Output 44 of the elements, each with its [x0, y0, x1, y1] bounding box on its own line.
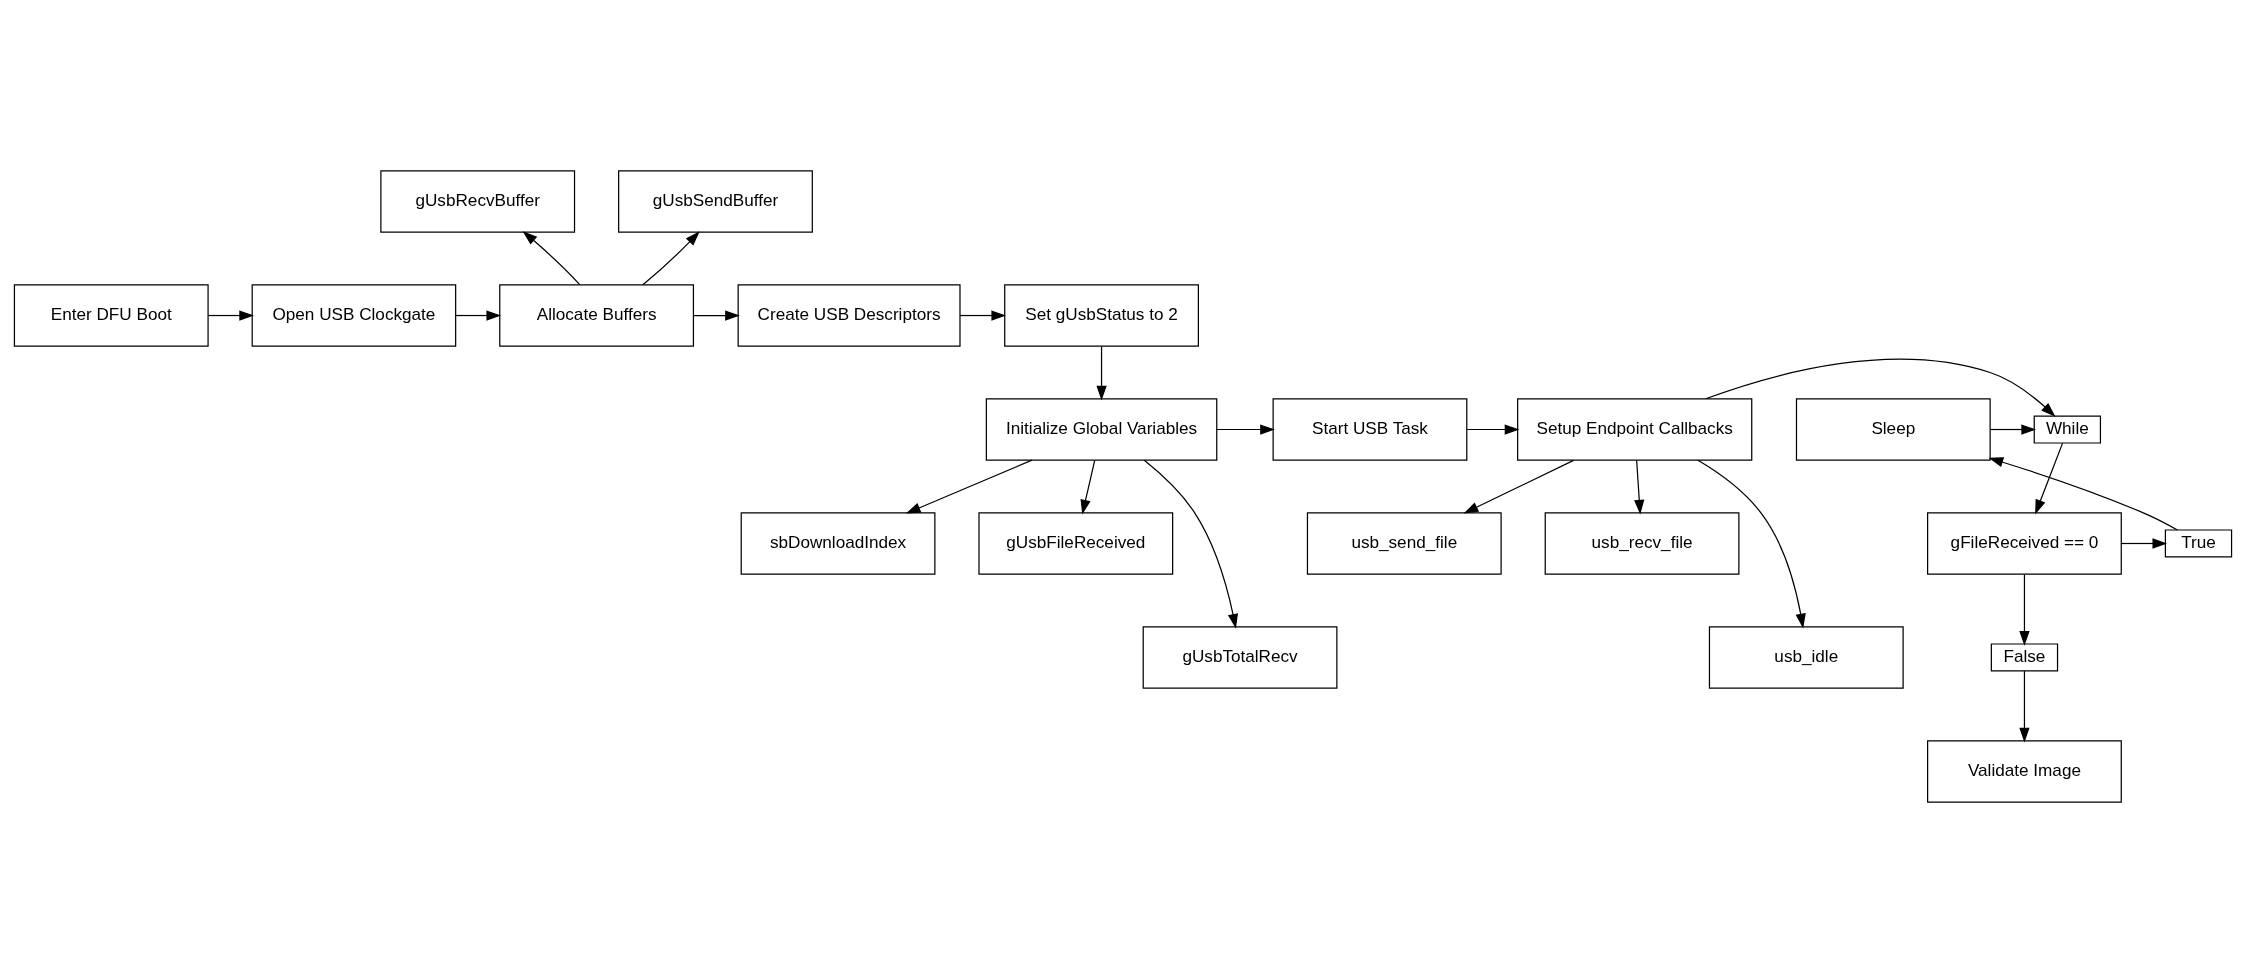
arrow	[2019, 669, 2030, 743]
node-box: Create USB Descriptors	[737, 283, 961, 347]
node-box: gUsbFileReceived	[978, 511, 1174, 575]
node-box: Validate Image	[1927, 739, 2122, 803]
node-box: True	[2164, 528, 2233, 558]
arrow	[522, 230, 581, 285]
node-box: Sleep	[1795, 397, 1991, 461]
node-box: Open USB Clockgate	[251, 283, 457, 347]
node-box: Enter DFU Boot	[13, 283, 209, 347]
node-box: usb_recv_file	[1544, 511, 1740, 575]
node-box: Start USB Task	[1272, 397, 1468, 461]
arrow	[959, 309, 1007, 321]
node-box: gFileReceived == 0	[1927, 511, 2122, 575]
arrow	[1143, 459, 1239, 629]
arrow	[1096, 345, 1107, 401]
node-box: Setup Endpoint Callbacks	[1517, 397, 1753, 461]
node-box: Allocate Buffers	[499, 283, 695, 347]
node-box: gUsbTotalRecv	[1142, 625, 1338, 689]
arrow	[1634, 459, 1645, 515]
node-box: False	[1990, 642, 2059, 672]
arrow	[905, 459, 1033, 514]
arrow	[1463, 459, 1575, 514]
arrow	[207, 309, 255, 321]
arrow	[1216, 423, 1275, 435]
arrow	[2035, 442, 2064, 514]
node-box: While	[2033, 414, 2102, 444]
arrow	[1466, 423, 1520, 435]
node-box: Set gUsbStatus to 2	[1004, 283, 1199, 347]
node-box: Initialize Global Variables	[985, 397, 1218, 461]
arrow	[642, 230, 700, 285]
node-box: gUsbSendBuffer	[618, 169, 813, 233]
node-box: usb_send_file	[1306, 511, 1502, 575]
arrow	[2120, 537, 2168, 549]
arrow	[1989, 423, 2037, 435]
arrow	[693, 309, 740, 321]
node-box: usb_idle	[1708, 625, 1904, 689]
arrow	[1697, 459, 1806, 628]
arrow	[455, 309, 502, 321]
node-box: sbDownloadIndex	[740, 511, 936, 575]
arrow	[1080, 459, 1096, 514]
arrow	[1988, 456, 2179, 531]
node-box: gUsbRecvBuffer	[380, 169, 576, 233]
arrow	[1705, 358, 2056, 417]
arrow	[2019, 573, 2030, 646]
